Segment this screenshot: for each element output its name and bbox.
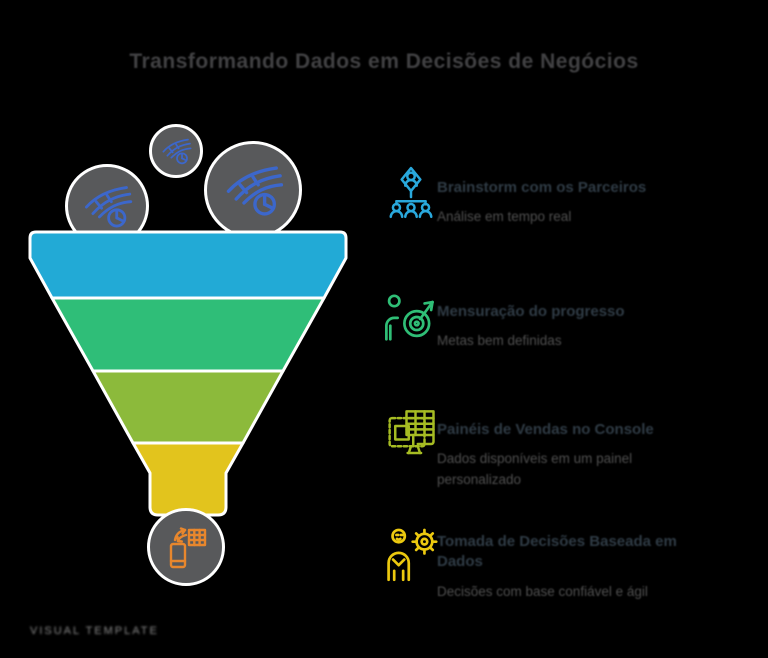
target-goal-icon xyxy=(383,292,437,351)
item-2-text: Mensuração do progresso Metas bem defini… xyxy=(437,302,737,352)
output-circle xyxy=(147,508,225,586)
item-2-heading: Mensuração do progresso xyxy=(437,303,625,320)
item-3-text: Painéis de Vendas no Console Dados dispo… xyxy=(437,420,737,490)
item-1-body: Análise em tempo real xyxy=(437,209,572,225)
watermark: VISUAL TEMPLATE xyxy=(30,625,159,637)
dashboard-monitor-icon xyxy=(384,408,438,467)
data-stream-icon xyxy=(226,166,284,216)
funnel-stage-2 xyxy=(50,296,326,373)
data-stream-icon xyxy=(162,138,192,165)
item-1-text: Brainstorm com os Parceiros Análise em t… xyxy=(437,178,737,228)
mobile-data-sync-icon xyxy=(169,527,207,569)
item-2-body: Metas bem definidas xyxy=(437,333,562,349)
item-3-body: Dados disponíveis em um painel personali… xyxy=(437,451,633,487)
input-circle-small xyxy=(149,124,203,178)
funnel-stage-4 xyxy=(131,441,245,517)
item-4-body: Decisões com base confiável e ágil xyxy=(437,583,648,599)
person-gear-icon xyxy=(384,526,438,587)
page-title: Transformando Dados em Decisões de Negóc… xyxy=(129,50,639,73)
item-1-heading: Brainstorm com os Parceiros xyxy=(437,179,647,196)
item-3-heading: Painéis de Vendas no Console xyxy=(437,421,654,438)
data-stream-icon xyxy=(85,186,133,228)
item-4-text: Tomada de Decisões Baseada em Dados Deci… xyxy=(437,532,737,602)
input-circle-large xyxy=(204,141,302,239)
funnel-stage-1 xyxy=(28,230,348,300)
team-hierarchy-icon xyxy=(386,166,436,225)
funnel-stage-3 xyxy=(91,369,285,445)
item-4-heading: Tomada de Decisões Baseada em Dados xyxy=(437,533,677,571)
